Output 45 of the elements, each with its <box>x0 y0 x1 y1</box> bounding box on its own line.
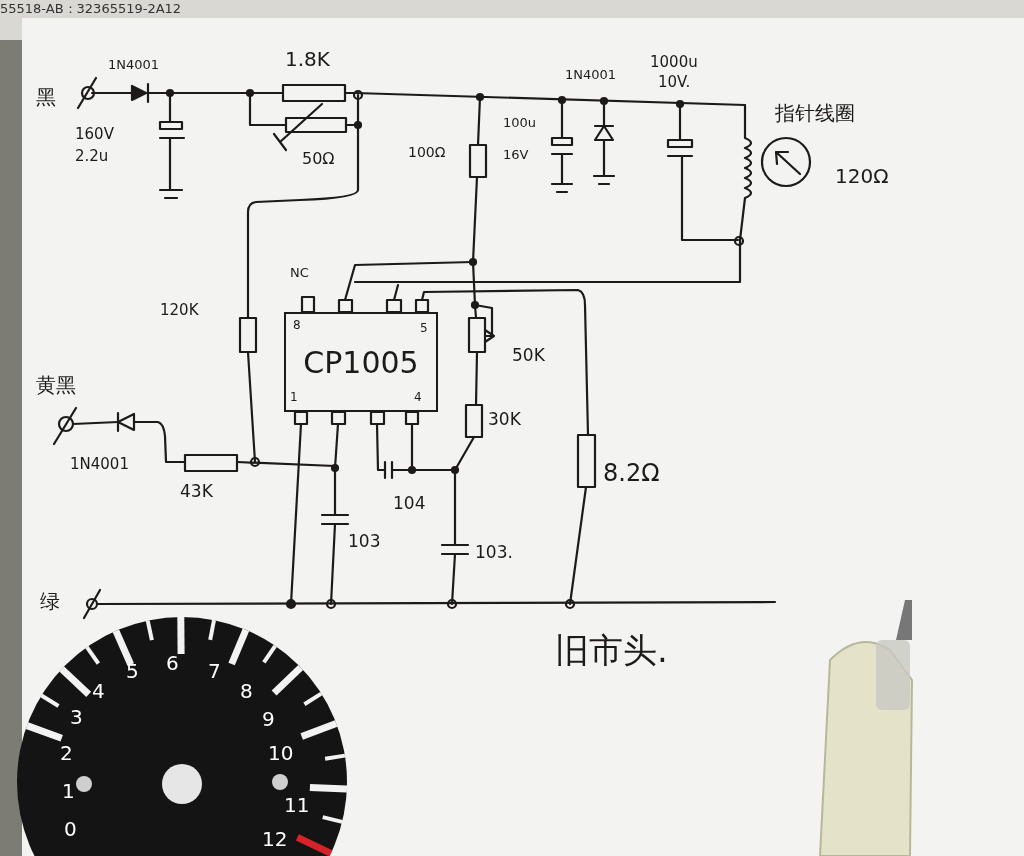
terminal-label: 黄黑 <box>36 374 76 396</box>
component-label: 104 <box>393 494 426 513</box>
pin-label: NC <box>290 266 309 281</box>
part-number-text: 55518-AB：32365519-2A12 <box>0 2 182 17</box>
terminal-label: 绿 <box>40 590 60 612</box>
dial-number: 8 <box>240 680 253 702</box>
component-label: 120K <box>160 302 199 319</box>
terminal-label: 黑 <box>36 86 56 108</box>
dial-number: 1 <box>62 780 75 802</box>
component-label: 10V. <box>658 74 691 91</box>
component-label: 1000u <box>650 54 698 71</box>
dial-number: 10 <box>268 742 294 764</box>
dial-number: 0 <box>64 818 77 840</box>
coil-label: 指针线圈 <box>775 102 855 124</box>
component-label: 50Ω <box>302 150 335 168</box>
component-label: 16V <box>503 148 529 163</box>
component-label: 103. <box>475 543 513 562</box>
component-label: 43K <box>180 482 213 501</box>
component-label: 160V <box>75 126 114 143</box>
pin-number: 1 <box>290 391 298 405</box>
component-label: 1N4001 <box>565 68 617 83</box>
component-label: 8.2Ω <box>603 460 660 487</box>
component-label: 1.8K <box>285 48 330 70</box>
component-label: 100u <box>503 116 537 131</box>
dial-number: 3 <box>70 706 83 728</box>
component-label: 2.2u <box>75 148 109 165</box>
pin-number: 8 <box>293 319 301 333</box>
dial-number: 7 <box>208 660 221 682</box>
pin-number: 5 <box>420 322 428 336</box>
dial-number: 2 <box>60 742 73 764</box>
dial-number: 5 <box>126 660 139 682</box>
component-label: 30K <box>488 410 521 429</box>
component-label: 103 <box>348 532 381 551</box>
dial-number: 6 <box>166 652 179 674</box>
component-label: 120Ω <box>835 165 889 187</box>
component-label: 50K <box>512 346 545 365</box>
dial-number: 4 <box>92 680 105 702</box>
dial-number: 11 <box>284 794 310 816</box>
component-label: 1N4001 <box>108 58 160 73</box>
pin-number: 4 <box>414 391 422 405</box>
component-label: 1N4001 <box>70 456 129 473</box>
component-label: 100Ω <box>408 145 446 161</box>
dial-number: 9 <box>262 708 275 730</box>
note-text: 旧市头. <box>555 632 668 670</box>
dial-number: 12 <box>262 828 288 850</box>
